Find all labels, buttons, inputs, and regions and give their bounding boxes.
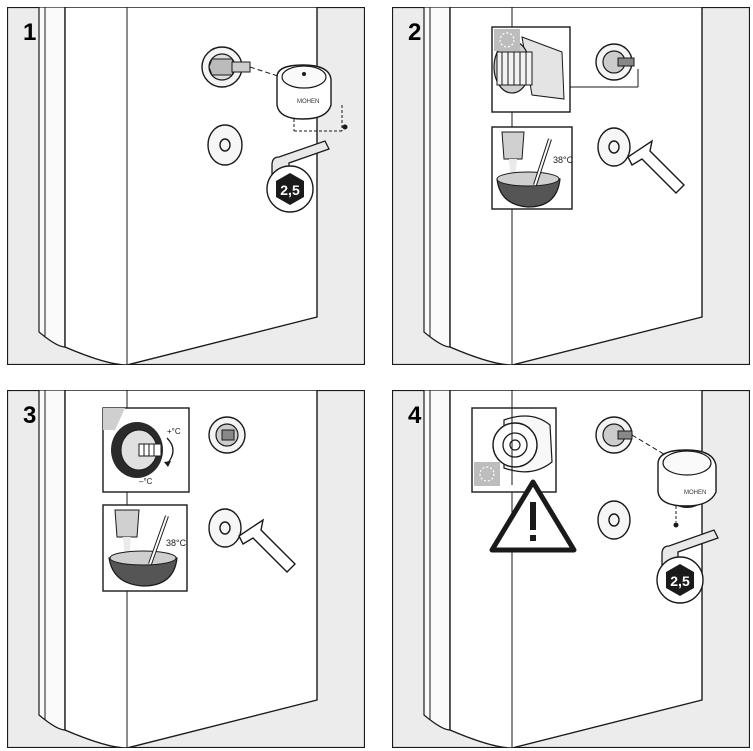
temperature-label: 38°C [166,538,187,548]
temperature-adjust-inset: +°C –°C [103,408,189,492]
step-2-panel: 38°C 2 [392,7,750,365]
step-4-illustration: MOHEN 2,5 [392,390,750,748]
step-number: 4 [408,404,421,428]
brand-label: MOHEN [684,490,706,496]
hex-key-size-label: 2,5 [280,182,300,198]
valve-detail-inset [492,27,570,112]
plus-temp-label: +°C [167,427,181,436]
temperature-test-inset: 38°C [103,505,187,591]
step-1-panel: MOHEN 2,5 1 [7,7,365,365]
valve-stem-icon [596,417,632,453]
step-number: 1 [23,21,36,45]
step-number: 3 [23,404,36,428]
thermostat-handle-icon: MOHEN [658,450,716,508]
step-2-illustration: 38°C [392,7,750,365]
step-3-illustration: +°C –°C 38°C [7,390,365,748]
step-number: 2 [408,21,421,45]
escutcheon-icon [598,128,630,166]
step-3-panel: +°C –°C 38°C 3 [7,390,365,748]
temperature-label: 38°C [553,155,574,165]
escutcheon-icon [209,509,241,547]
step-4-panel: MOHEN 2,5 4 [392,390,750,748]
handle-detail-inset [472,400,556,492]
step-1-illustration: MOHEN 2,5 [7,7,365,365]
escutcheon-icon [208,125,242,165]
hex-key-size-label: 2,5 [670,573,690,589]
escutcheon-icon [598,501,630,539]
brand-label: MOHEN [297,99,319,105]
thermostat-handle-icon: MOHEN [277,65,331,119]
temperature-test-inset: 38°C [492,127,574,209]
minus-temp-label: –°C [139,477,153,486]
valve-stem-icon [209,417,245,453]
